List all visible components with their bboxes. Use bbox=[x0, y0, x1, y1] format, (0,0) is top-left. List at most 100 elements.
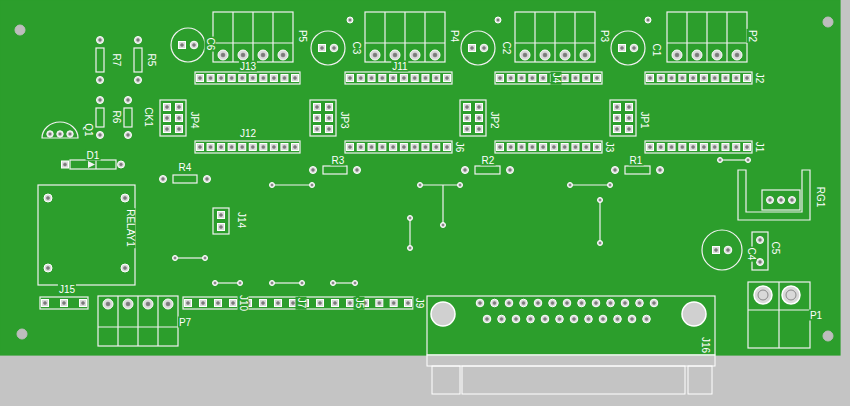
round-pad bbox=[270, 281, 275, 286]
round-pad bbox=[580, 50, 590, 60]
solder-pad bbox=[230, 300, 237, 307]
pad-hole bbox=[464, 169, 467, 172]
terminal-block bbox=[515, 12, 595, 62]
solder-pad bbox=[583, 144, 590, 151]
pad-hole bbox=[585, 76, 588, 79]
part-label: CK1 bbox=[143, 106, 154, 127]
terminal-divider bbox=[384, 12, 385, 62]
pad-hole bbox=[638, 301, 641, 304]
header-outline bbox=[195, 141, 300, 153]
round-pad bbox=[123, 299, 133, 309]
resistor-body bbox=[96, 48, 104, 72]
solder-pad bbox=[319, 45, 326, 52]
pad-hole bbox=[220, 76, 223, 79]
pad-hole bbox=[419, 184, 421, 186]
header-outline bbox=[645, 72, 752, 84]
pad-hole bbox=[583, 53, 587, 57]
pad-hole bbox=[409, 247, 411, 249]
part-label: RELAY1 bbox=[125, 208, 136, 248]
solder-pad bbox=[572, 75, 579, 82]
round-pad bbox=[97, 37, 104, 44]
terminal-divider bbox=[252, 12, 253, 62]
solder-pad bbox=[292, 144, 299, 151]
pad-hole bbox=[531, 76, 534, 79]
pad-hole bbox=[162, 178, 165, 181]
pad-hole bbox=[283, 145, 286, 148]
solder-pad bbox=[260, 144, 267, 151]
terminal-divider bbox=[117, 296, 118, 346]
pad-hole bbox=[614, 169, 617, 172]
pad-hole bbox=[615, 127, 618, 130]
capacitor-outline bbox=[611, 31, 645, 65]
pad-hole bbox=[719, 159, 721, 161]
pad-hole bbox=[262, 76, 265, 79]
trace bbox=[215, 282, 240, 283]
transistor-outline bbox=[42, 122, 78, 138]
pad-hole bbox=[219, 225, 222, 228]
round-pad bbox=[390, 50, 400, 60]
pad-hole bbox=[402, 145, 405, 148]
trace bbox=[272, 184, 312, 185]
pad-hole bbox=[465, 127, 468, 130]
pad-hole bbox=[509, 145, 512, 148]
pad-hole bbox=[572, 317, 575, 320]
round-pad bbox=[650, 299, 658, 307]
pad-hole bbox=[702, 76, 705, 79]
part-label: J12 bbox=[239, 128, 257, 139]
round-pad bbox=[353, 281, 358, 286]
resistor-body bbox=[475, 166, 500, 174]
terminal-block bbox=[365, 12, 445, 62]
capacitor-outline bbox=[171, 28, 205, 62]
terminal-block bbox=[98, 296, 178, 346]
solder-pad bbox=[218, 75, 225, 82]
pad-hole bbox=[465, 105, 468, 108]
round-pad bbox=[310, 167, 317, 174]
pad-hole bbox=[332, 282, 334, 284]
pad-hole bbox=[349, 19, 351, 21]
pad-hole bbox=[220, 145, 223, 148]
pad-hole bbox=[724, 145, 727, 148]
solder-pad bbox=[270, 75, 277, 82]
terminal-divider bbox=[137, 296, 138, 346]
part-label: R7 bbox=[111, 53, 122, 68]
round-pad bbox=[258, 50, 268, 60]
connector-body bbox=[427, 296, 715, 355]
pad-hole bbox=[198, 76, 201, 79]
solder-pad bbox=[711, 144, 718, 151]
connector-shell bbox=[427, 355, 715, 366]
pad-hole bbox=[216, 301, 219, 304]
part-label: J11 bbox=[391, 61, 408, 72]
pad-hole bbox=[520, 76, 523, 79]
solder-pad bbox=[668, 144, 675, 151]
pad-hole bbox=[177, 127, 180, 130]
pad-hole bbox=[127, 99, 130, 102]
solder-pad bbox=[62, 161, 69, 168]
pad-hole bbox=[648, 76, 651, 79]
header-outline bbox=[40, 297, 88, 309]
solder-pad bbox=[690, 75, 697, 82]
pad-hole bbox=[146, 302, 150, 306]
pad-hole bbox=[413, 145, 416, 148]
round-pad bbox=[578, 299, 586, 307]
part-label: JP4 bbox=[189, 110, 200, 129]
diode-band bbox=[95, 160, 96, 169]
pad-hole bbox=[713, 145, 716, 148]
pad-hole bbox=[563, 145, 566, 148]
pad-hole bbox=[648, 145, 651, 148]
solder-pad bbox=[497, 75, 504, 82]
round-pad bbox=[570, 315, 578, 323]
round-pad bbox=[173, 256, 178, 261]
solder-pad bbox=[464, 115, 471, 122]
header-outline bbox=[195, 72, 300, 84]
solder-pad bbox=[80, 300, 87, 307]
solder-pad bbox=[314, 104, 321, 111]
solder-pad bbox=[207, 75, 214, 82]
round-pad bbox=[57, 131, 63, 137]
pad-hole bbox=[714, 248, 717, 251]
pad-hole bbox=[312, 169, 315, 172]
pad-hole bbox=[120, 163, 123, 166]
round-pad bbox=[97, 97, 104, 104]
round-pad bbox=[512, 315, 520, 323]
round-pad bbox=[645, 17, 651, 23]
